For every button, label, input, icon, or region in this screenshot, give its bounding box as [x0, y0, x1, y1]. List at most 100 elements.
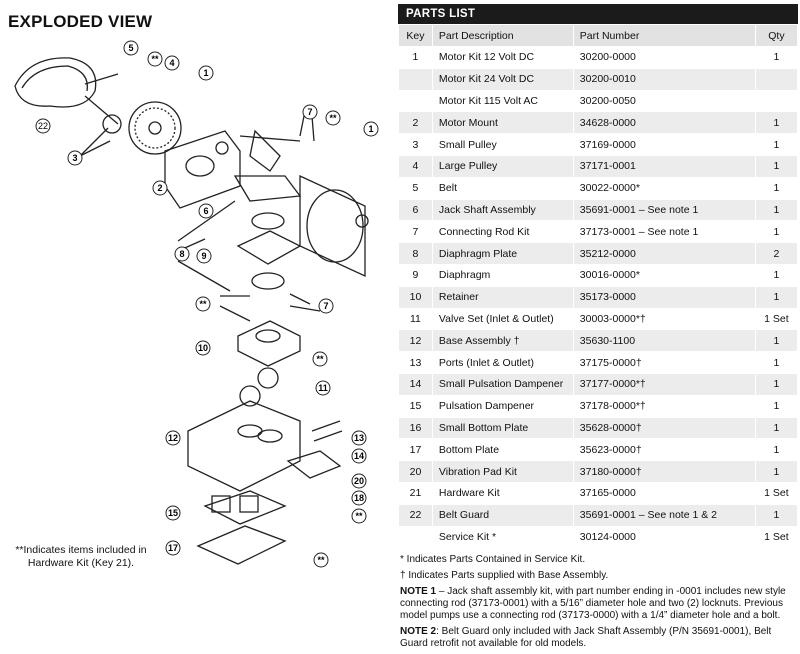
cell-key — [398, 89, 433, 113]
cell-description: Retainer — [431, 285, 574, 309]
large-pulley-drawing — [128, 101, 182, 155]
cell-qty: 1 Set — [754, 481, 799, 505]
cell-qty: 1 — [754, 176, 799, 200]
header-description: Part Description — [431, 24, 574, 47]
cell-qty — [754, 67, 799, 91]
cell-part-number: 35691-0001 – See note 1 — [572, 198, 756, 222]
cell-description: Bottom Plate — [431, 438, 574, 462]
cell-qty: 1 — [754, 394, 799, 418]
callout-13: 13 — [354, 433, 364, 443]
connecting-rod-drawing — [299, 115, 315, 142]
diaphragm-plate-drawing — [251, 212, 285, 230]
header-qty: Qty — [754, 24, 799, 47]
cell-description: Valve Set (Inlet & Outlet) — [431, 307, 574, 331]
cell-part-number: 30003-0000*† — [572, 307, 756, 331]
cell-qty: 1 — [754, 263, 799, 287]
cell-key: 3 — [398, 133, 433, 156]
exploded-view-diagram: 1 2 3 4 5 ** 1 6 7 ** 1 8 9 ** 7 10 ** 1… — [14, 40, 379, 568]
small-dampener-drawing — [286, 450, 342, 479]
cell-qty: 1 — [754, 351, 799, 374]
note-1: NOTE 1 – Jack shaft assembly kit, with p… — [400, 586, 798, 622]
callout-2: 2 — [157, 183, 162, 193]
callout-11: 11 — [318, 383, 328, 393]
cell-description: Motor Mount — [431, 111, 574, 135]
cell-part-number: 37171-0001 — [572, 154, 756, 178]
cell-description: Ports (Inlet & Outlet) — [431, 351, 574, 374]
callout-stars-1: ** — [151, 54, 159, 64]
callout-3: 3 — [72, 153, 77, 163]
header-key: Key — [398, 24, 433, 47]
parts-notes: * Indicates Parts Contained in Service K… — [398, 554, 798, 650]
cell-key: 22 — [398, 503, 433, 527]
ports-drawing — [311, 420, 343, 442]
cell-description: Hardware Kit — [431, 481, 574, 505]
callout-15: 15 — [168, 508, 178, 518]
service-kit-note: * Indicates Parts Contained in Service K… — [400, 554, 586, 566]
cell-description: Small Pulley — [431, 133, 574, 156]
valve-drawing — [257, 367, 279, 389]
callout-20: 20 — [354, 476, 364, 486]
cell-qty: 1 — [754, 329, 799, 353]
note-1-text: – Jack shaft assembly kit, with part num… — [400, 586, 786, 622]
callout-9: 9 — [201, 251, 206, 261]
cell-part-number: 37175-0000† — [572, 351, 756, 374]
cell-qty: 1 — [754, 416, 799, 440]
cell-key: 16 — [398, 416, 433, 440]
cell-part-number: 37173-0001 – See note 1 — [572, 220, 756, 244]
callout-4: 4 — [169, 58, 174, 68]
note-2: NOTE 2: Belt Guard only included with Ja… — [400, 626, 798, 650]
callout-1a: 1 — [203, 68, 208, 78]
cell-qty: 1 Set — [754, 525, 799, 549]
parts-list-panel: PARTS LIST Key Part Description Part Num… — [398, 4, 799, 654]
cell-qty: 1 Set — [754, 307, 799, 331]
cell-key: 12 — [398, 329, 433, 353]
cell-key: 9 — [398, 263, 433, 287]
cell-part-number: 35173-0000 — [572, 285, 756, 309]
cell-key: 7 — [398, 220, 433, 244]
callout-stars-2: ** — [329, 113, 337, 123]
cell-part-number: 37180-0000† — [572, 460, 756, 483]
cell-key: 21 — [398, 481, 433, 505]
cell-part-number: 35212-0000 — [572, 242, 756, 265]
cell-key: 2 — [398, 111, 433, 135]
note-2-text: : Belt Guard only included with Jack Sha… — [400, 626, 772, 650]
cell-key: 1 — [398, 46, 433, 69]
cell-part-number: 30022-0000* — [572, 176, 756, 200]
dampener-drawing — [203, 490, 287, 525]
header-part-number: Part Number — [572, 24, 756, 47]
cell-part-number: 35628-0000† — [572, 416, 756, 440]
cell-part-number: 30200-0010 — [572, 67, 756, 91]
cell-description: Small Pulsation Dampener — [431, 372, 574, 396]
cell-key: 4 — [398, 154, 433, 178]
jack-shaft-drawing — [239, 129, 301, 172]
callout-6: 6 — [203, 206, 208, 216]
exploded-view-title: EXPLODED VIEW — [8, 12, 153, 31]
motor-drawing — [299, 174, 366, 278]
cell-qty: 1 — [754, 154, 799, 178]
cell-key: 5 — [398, 176, 433, 200]
cell-qty: 1 — [754, 438, 799, 462]
cell-qty: 1 — [754, 198, 799, 222]
cell-key: 20 — [398, 460, 433, 483]
cell-part-number: 35630-1100 — [572, 329, 756, 353]
hardware-kit-footnote: **Indicates items included in Hardware K… — [15, 544, 147, 569]
cell-part-number: 30124-0000 — [572, 525, 756, 549]
belt-guard-drawing — [14, 57, 97, 108]
